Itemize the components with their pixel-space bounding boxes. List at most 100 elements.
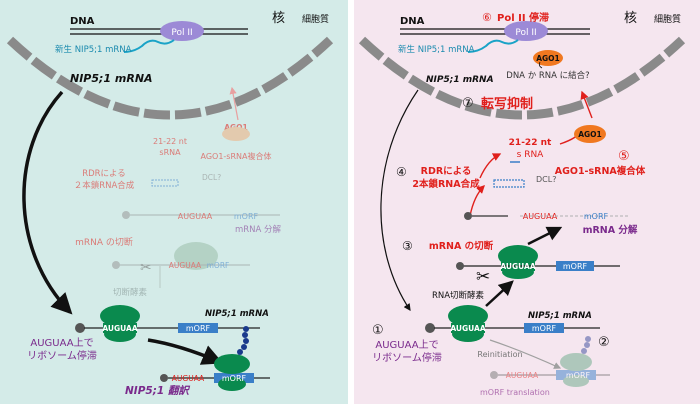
right-fragment-cap (464, 212, 472, 220)
left-morf: mORF (186, 324, 211, 333)
right-step6-number: ⑥ (482, 11, 492, 24)
left-mrna-cap (75, 323, 85, 333)
left-pol2-label: Pol II (171, 28, 192, 38)
right-ago (574, 125, 606, 143)
left-morf-faded: mORF (234, 212, 259, 221)
left-mrna-title: NIP5;1 mRNA (70, 72, 153, 85)
left-nascent-rna (123, 39, 175, 53)
left-cytoplasm-label: 細胞質 (302, 13, 329, 25)
left-nucleus-label: 核 (272, 11, 285, 26)
right-step5-number: ⑤ (618, 149, 630, 164)
right-auguaa-mid: AUGUAA (500, 262, 535, 271)
right-mid-ribosome-large (498, 245, 538, 267)
left-sirna-size: 21-22 nt (153, 137, 187, 146)
left-sirna-word: sRNA (159, 148, 181, 157)
right-stall-line1: AUGUAA上で (375, 339, 438, 351)
left-translation-arrow (147, 338, 224, 365)
right-morf-box (524, 323, 564, 333)
left-ago-complex-label: AGO1-sRNA複合体 (201, 151, 272, 161)
left-faded-cap (122, 211, 130, 219)
right-bind-question: DNA か RNA に結合? (506, 70, 589, 81)
right-auguaa-2: AUGUAA (506, 371, 539, 380)
right-sirna-size: 21-22 nt (509, 138, 552, 148)
right-mrna-title: NIP5;1 mRNA (426, 75, 494, 85)
right-mid-morf-box (556, 261, 594, 271)
right-rdr-line1: RDRによる (421, 166, 472, 177)
left-mrna-cap-2 (160, 374, 168, 382)
left-auguaa-faded: AUGUAA (178, 212, 213, 221)
right-dicing-arrow (479, 153, 502, 179)
right-ribosome-2-large (560, 353, 592, 371)
right-panel: 核 細胞質 DNA Pol II ⑥ Pol II 停滞 新生 NIP5;1 m… (354, 0, 700, 404)
left-dcl-label: DCL? (202, 173, 221, 182)
left-cleavage-label: mRNA の切断 (75, 236, 133, 248)
right-dcl-label: DCL? (536, 175, 556, 184)
right-export-arrow (380, 89, 419, 311)
right-cleavage-arrow (485, 280, 514, 307)
right-rdr-line2: 2本鎖RNA合成 (412, 178, 480, 190)
right-reinitiation-arrow (489, 339, 562, 369)
left-translation-label: NIP5;1 翻訳 (125, 384, 190, 397)
left-auguaa-mid: AUGUAA (169, 261, 202, 270)
right-ribosome-2-small (563, 375, 589, 387)
left-faded-nuclear-arrow (229, 86, 239, 121)
left-rdr-line1: RDRによる (82, 169, 126, 179)
right-ribosome-body (451, 323, 485, 333)
right-step4-number: ④ (396, 165, 407, 179)
left-ribosome-2-large (214, 354, 250, 374)
right-enzyme-label: RNA切断酵素 (432, 290, 485, 301)
left-dna-label: DNA (70, 16, 95, 27)
left-mrna-decay: mRNA 分解 (235, 224, 282, 235)
left-nuclear-membrane (6, 36, 334, 120)
right-peptide (581, 336, 591, 354)
right-step6-label: Pol II 停滞 (497, 11, 549, 24)
left-morf-mid: mORF (207, 261, 230, 270)
left-dsrna (151, 179, 179, 187)
right-scissors-icon: ✂ (476, 267, 490, 287)
right-step2-number: ② (598, 335, 610, 350)
left-ribosome-large (100, 305, 140, 327)
right-translation-label: mORF translation (480, 388, 550, 397)
right-nucleus-label: 核 (624, 11, 637, 26)
right-cytoplasm-label: 細胞質 (654, 13, 681, 25)
right-ago-nuclear (533, 50, 563, 66)
left-ago-faded (222, 127, 250, 141)
right-morf: mORF (532, 324, 557, 333)
left-nascent-label: 新生 NIP5;1 mRNA (55, 44, 132, 55)
right-faded-translation: AUGUAA mORF (490, 336, 610, 387)
right-morf-mid: mORF (563, 262, 588, 271)
right-ago-label: AGO1 (578, 130, 602, 139)
panel-divider (348, 0, 354, 404)
right-auguaa: AUGUAA (450, 324, 485, 333)
left-rdr-line2: ２本鎖RNA合成 (74, 180, 135, 191)
right-morf-top: mORF (584, 212, 609, 221)
right-import-arrow (580, 90, 593, 119)
right-ago-nuclear-label: AGO1 (536, 54, 560, 63)
right-nascent-label: 新生 NIP5;1 mRNA (398, 44, 475, 55)
left-faded-pathway: AGO1 AGO1-sRNA複合体 21-22 nt sRNA DCL? RDR… (74, 123, 282, 298)
left-morf-2: mORF (222, 374, 247, 383)
right-pol2-label: Pol II (515, 28, 536, 38)
left-auguaa: AUGUAA (102, 324, 137, 333)
right-nuclear-membrane (358, 36, 686, 120)
right-nascent-rna (467, 39, 519, 53)
right-rdr-arrow (469, 185, 485, 217)
right-mrna-cap-2 (490, 371, 498, 379)
left-peptide (237, 326, 249, 355)
right-step7-number: ⑦ (462, 96, 474, 111)
right-reinitiation-label: Reinitiation (477, 350, 522, 359)
right-sirna-word: s RNA (517, 150, 545, 160)
left-scissors-icon: ✂ (140, 260, 152, 276)
right-dna-label: DNA (400, 16, 425, 27)
left-stall-line1: AUGUAA上で (30, 337, 93, 349)
left-nip-label: NIP5;1 mRNA (205, 309, 269, 319)
left-faded-ribosome (174, 242, 218, 270)
left-panel: 核 細胞質 DNA Pol II 新生 NIP5;1 mRNA NIP5;1 m… (0, 0, 348, 404)
right-decay-arrow (527, 226, 563, 246)
left-stall-line2: リボソーム停滞 (27, 349, 97, 362)
left-auguaa-2: AUGUAA (172, 374, 205, 383)
left-ribosome-body (103, 323, 137, 333)
right-nip-label: NIP5;1 mRNA (528, 311, 592, 321)
